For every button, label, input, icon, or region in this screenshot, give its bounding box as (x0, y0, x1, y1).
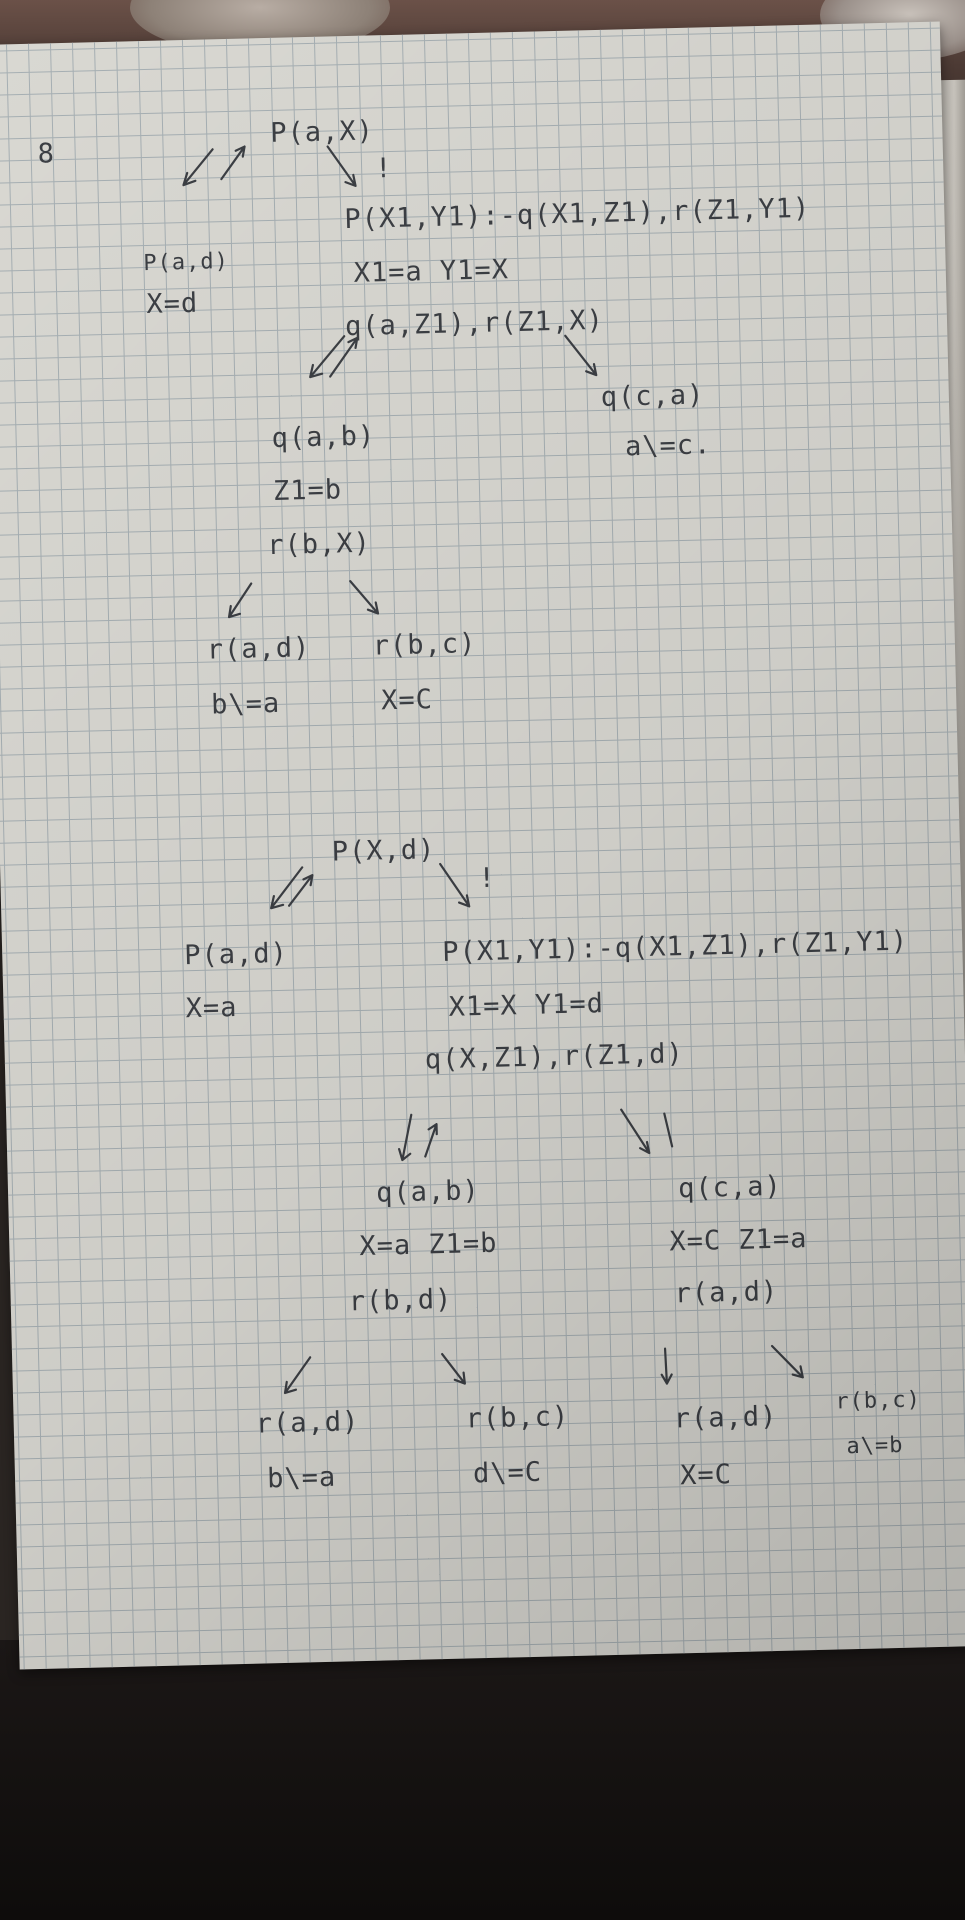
tree2-resolvent: q(X,Z1),r(Z1,d) (424, 1038, 685, 1076)
arrow2-left-backtrack (288, 874, 314, 907)
tree2-left-mid-goal: q(a,b) (375, 1175, 481, 1209)
arrow-left-backtrack (220, 145, 246, 181)
tree1-rule-bindings: X1=a Y1=X (353, 254, 510, 289)
tree2-right-mid-goal: q(c,a) (677, 1170, 783, 1205)
tree1-mid-next: r(b,X) (266, 527, 372, 562)
tree2-root-goal: P(X,d) (331, 834, 436, 868)
tree1-right-fail: a\=c. (624, 429, 712, 463)
tree2-leaf2-fail: d\=C (472, 1456, 543, 1490)
tree2-right-mid-next: r(a,d) (674, 1275, 779, 1310)
arrow-root-to-rule (326, 145, 357, 187)
tree1-root-goal: P(a,X) (269, 115, 375, 149)
tree1-leaf-right-binding: X=C (380, 684, 434, 717)
tree1-resolvent: q(a,Z1),r(Z1,X) (344, 304, 605, 343)
arrow2-root-to-rule (439, 862, 471, 908)
arrow2-rightmid-to-leaf3 (660, 1347, 673, 1385)
tree1-leaf-right-goal: r(b,c) (372, 628, 477, 662)
tree2-left-mid-next: r(b,d) (348, 1283, 453, 1318)
tree2-leaf1-fail: b\=a (266, 1461, 337, 1495)
tree2-cut-mark: ! (478, 862, 497, 895)
tree2-left-binding: X=a (185, 992, 238, 1025)
tree1-left-binding: X=d (146, 287, 199, 321)
tree2-left-mid-binding: X=a Z1=b (359, 1227, 498, 1263)
tree1-mid-binding: Z1=b (272, 474, 343, 507)
tree2-rule-bindings: X1=X Y1=d (448, 988, 605, 1023)
tree2-leaf1-goal: r(a,d) (255, 1406, 360, 1440)
arrow2-resolvent-to-right (620, 1108, 651, 1155)
tree1-leaf-left-goal: r(a,d) (206, 632, 311, 666)
tree2-leaf3-result: X=C (679, 1459, 733, 1492)
arrow2-left-backtrack-mid (424, 1123, 438, 1158)
arrow-resolvent-to-mid (309, 335, 346, 379)
arrow2-right-backtrack-mid (663, 1112, 674, 1148)
tree1-right-goal: q(c,a) (600, 379, 705, 413)
tree2-leaf4-goal: r(b,c) (835, 1387, 922, 1415)
arrow2-leftmid-to-leaf1 (283, 1356, 312, 1395)
tree2-right-mid-binding: X=C Z1=a (669, 1223, 808, 1258)
arrow2-leftmid-to-leaf2 (441, 1353, 466, 1385)
notebook-page: 8 P(a,X) ! P(a,d) X=d P(X1,Y1):-q(X1,Z1)… (0, 21, 965, 1670)
tree2-leaf3-goal: r(a,d) (673, 1400, 778, 1435)
arrow2-root-to-left (270, 866, 304, 910)
tree2-leaf2-goal: r(b,c) (465, 1401, 570, 1435)
tree1-leaf-left-fail: b\=a (210, 687, 281, 721)
tree1-left-goal: P(a,d) (143, 248, 230, 277)
arrow2-resolvent-to-left (398, 1113, 413, 1162)
tree1-cut-mark: ! (374, 152, 393, 185)
tree1-mid-goal: q(a,b) (271, 420, 376, 454)
arrow-mid-to-leaf-right (349, 580, 380, 615)
arrow2-rightmid-to-leaf4 (770, 1344, 804, 1379)
arrow-mid-to-leaf-left (227, 582, 253, 619)
tree-arrows (182, 145, 804, 1395)
arrow-root-to-left (182, 148, 214, 187)
tree2-leaf4-fail: a\=b (846, 1432, 904, 1460)
tree2-left-goal: P(a,d) (183, 937, 289, 972)
page-mark: 8 (37, 138, 56, 170)
desk-surface (0, 1640, 965, 1920)
arrow-resolvent-to-right (564, 334, 598, 377)
arrow-mid-backtrack (329, 336, 359, 378)
